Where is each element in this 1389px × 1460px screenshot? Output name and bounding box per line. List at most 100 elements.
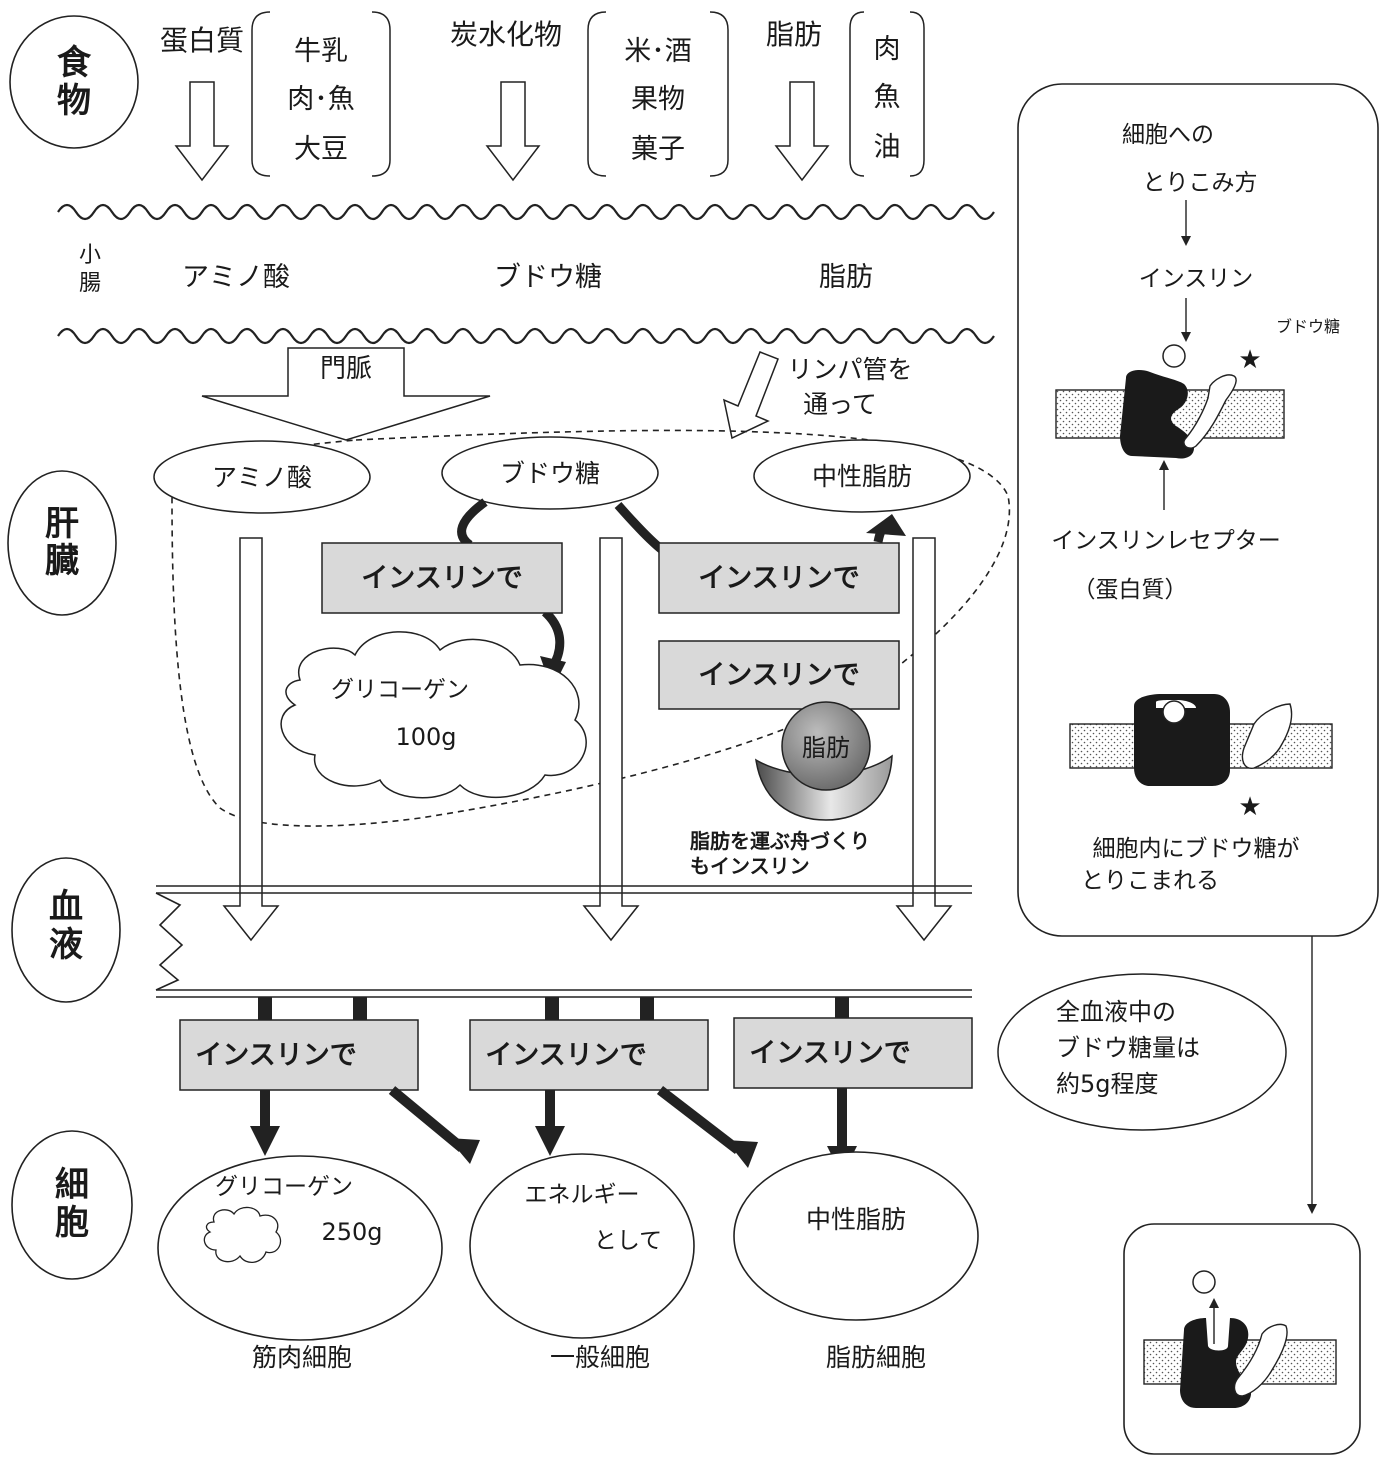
carb-item-fruit: 果物: [631, 84, 685, 115]
stage-liver-char1: 肝: [45, 504, 79, 544]
cell-insulin-box-3-label: インスリンで: [749, 1038, 910, 1069]
food-carb-items: 米･酒 果物 菓子: [587, 11, 729, 177]
muscle-cell-glycogen-amount: 250g: [321, 1218, 382, 1246]
blood-glucose-note-line3: 約5g程度: [1056, 1070, 1159, 1098]
glucose-molecule-3: [1192, 1270, 1216, 1294]
boat-note-line1: 脂肪を運ぶ舟づくり: [690, 829, 870, 853]
fat-synthesis-arrowhead: [866, 514, 906, 536]
liver-insulin-box-1: [321, 542, 563, 614]
amino-acid-to-blood-arrow: [222, 537, 280, 942]
stage-food-char1: 食: [57, 43, 92, 83]
protein-item-meat-fish: 肉･魚: [287, 84, 355, 115]
liver-insulin-box-2-label: インスリンで: [698, 563, 859, 594]
lymph-label-line2: 通って: [803, 390, 877, 419]
uptake-panel-title-line2: とりこみ方: [1143, 170, 1258, 196]
uptake-panel-receptor: インスリンレセプター: [1051, 528, 1281, 554]
food-fat-items: 肉 魚 油: [849, 11, 925, 177]
general-cell-as: として: [594, 1228, 662, 1254]
glucose-molecule-1: [1162, 344, 1186, 368]
fat-ball: [781, 701, 871, 791]
muscle-cell-label: 筋肉細胞: [252, 1343, 352, 1372]
liver-outline: [171, 429, 1011, 827]
carb-down-arrow: [485, 81, 541, 182]
blood-glucose-note-line2: ブドウ糖量は: [1056, 1034, 1200, 1062]
liver-glucose-label: ブドウ糖: [500, 459, 600, 488]
uptake-panel-caption-line1: 細胞内にブドウ糖が: [1093, 836, 1300, 862]
adipose-cell-label: 脂肪細胞: [826, 1343, 926, 1372]
boat-note-line2: もインスリン: [690, 854, 810, 878]
cell-insulin-box-1: [179, 1019, 419, 1091]
portal-vein-arrow: [201, 347, 491, 441]
intestine-label-char1: 小: [79, 243, 101, 268]
carb-item-rice-sake: 米･酒: [624, 36, 692, 67]
liver-glycogen-amount: 100g: [395, 723, 456, 751]
lymph-arrow: [722, 351, 779, 440]
fat-ball-label: 脂肪: [802, 734, 850, 762]
glucose-to-glycogen-curve: [457, 498, 488, 549]
liver-glycogen-cloud: [280, 631, 587, 799]
insulin-star-2: ★: [1238, 792, 1261, 822]
stage-food: 食 物: [9, 15, 139, 149]
carb-item-sweets: 菓子: [631, 134, 685, 165]
stage-cell-char2: 胞: [55, 1203, 89, 1243]
liver-insulin-box-2: [658, 542, 900, 614]
uptake-panel-glucose: ブドウ糖: [1276, 317, 1340, 336]
general-cell: [469, 1153, 695, 1339]
intestine-glucose: ブドウ糖: [494, 262, 602, 293]
receptor-diagram-before: ★: [1055, 344, 1285, 459]
fat-item-fish: 魚: [874, 82, 901, 113]
food-protein-items: 牛乳 肉･魚 大豆: [251, 11, 391, 177]
muscle-glycogen-cloud: [203, 1206, 282, 1263]
intestine-amino-acid: アミノ酸: [182, 262, 290, 293]
receptor-diagram-result: [1143, 1270, 1337, 1408]
stage-blood: 血 液: [11, 857, 121, 1003]
insulin-star-1: ★: [1238, 345, 1261, 375]
glucose-to-fat-curve: [614, 502, 668, 556]
uptake-panel-insulin: インスリン: [1139, 266, 1254, 292]
portal-vein-label: 門脈: [320, 354, 372, 384]
triglyceride-to-blood-arrow: [895, 537, 953, 942]
liver-triglyceride-label: 中性脂肪: [812, 462, 912, 491]
insulin-to-cell-arrows: [250, 1086, 857, 1176]
muscle-cell-glycogen-label: グリコーゲン: [215, 1174, 353, 1200]
adipose-cell-triglyceride: 中性脂肪: [806, 1205, 906, 1234]
stage-liver: 肝 臓: [7, 470, 117, 616]
intestine-fat: 脂肪: [819, 262, 873, 293]
uptake-panel-caption-line2: とりこまれる: [1081, 868, 1219, 894]
protein-item-milk: 牛乳: [294, 36, 348, 67]
cell-insulin-box-2-label: インスリンで: [485, 1040, 646, 1071]
food-protein-label: 蛋白質: [160, 24, 244, 57]
lymph-label-line1: リンパ管を: [787, 355, 912, 384]
fat-down-arrow: [774, 81, 830, 182]
liver-glycogen-label: グリコーゲン: [331, 677, 469, 703]
cell-insulin-box-1-label: インスリンで: [195, 1040, 356, 1071]
blood-vessel: [155, 885, 972, 998]
stage-cell-char1: 細: [55, 1165, 89, 1205]
glucose-molecule-2: [1162, 700, 1186, 724]
adipose-cell: [733, 1151, 979, 1321]
stage-blood-char1: 血: [49, 887, 83, 927]
intestine-wall-bottom: [57, 327, 995, 345]
stage-cell: 細 胞: [11, 1130, 133, 1280]
stage-blood-char2: 液: [49, 925, 83, 965]
liver-triglyceride-node: [753, 439, 971, 513]
receptor-diagram-after: ★: [1069, 694, 1333, 822]
liver-glucose-node: [441, 436, 659, 510]
blood-to-cell-connectors: [258, 997, 849, 1021]
food-fat-label: 脂肪: [766, 18, 822, 51]
general-cell-energy: エネルギー: [525, 1182, 640, 1208]
protein-down-arrow: [174, 81, 230, 182]
blood-glucose-note-line1: 全血液中の: [1056, 998, 1176, 1026]
protein-item-soy: 大豆: [294, 134, 348, 165]
cell-insulin-box-3: [733, 1017, 973, 1089]
muscle-cell: [157, 1155, 443, 1341]
liver-insulin-box-3: [658, 640, 900, 710]
uptake-panel-title-line1: 細胞への: [1122, 122, 1214, 148]
liver-insulin-box-3-label: インスリンで: [698, 660, 859, 691]
stage-food-char2: 物: [57, 81, 91, 121]
liver-amino-acid-label: アミノ酸: [212, 463, 312, 492]
food-carb-label: 炭水化物: [450, 18, 562, 51]
fat-item-meat: 肉: [874, 34, 901, 65]
fat-item-oil: 油: [874, 132, 901, 163]
